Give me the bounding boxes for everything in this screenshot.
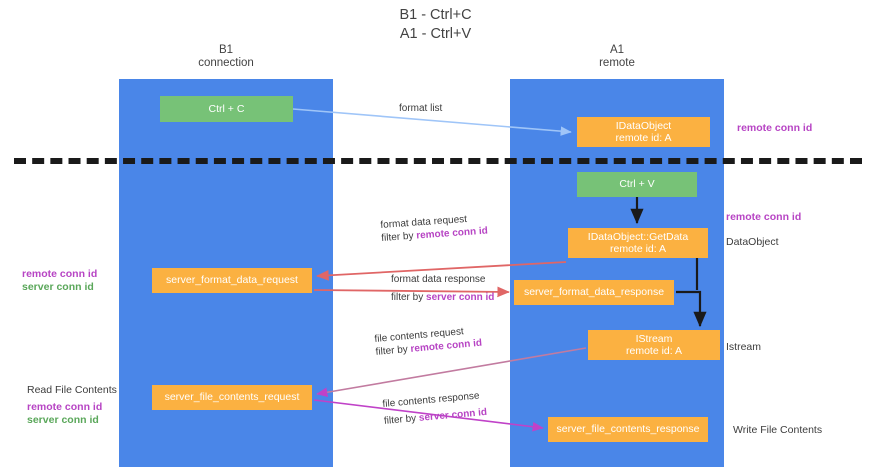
annotation-read-file-contents: Read File Contents [27, 384, 117, 396]
edge-label-format-data-response-line2: filter by server conn id [391, 291, 494, 304]
annotation-dataobject: DataObject [726, 236, 779, 248]
box-istream-title: IStream [635, 332, 673, 345]
box-server-format-data-response[interactable]: server_format_data_response [514, 280, 674, 305]
filter-prefix-1: filter by [380, 230, 417, 244]
box-istream-subtitle: remote id: A [625, 345, 683, 357]
box-server-format-data-response-label: server_format_data_response [523, 286, 665, 299]
box-server-file-contents-request[interactable]: server_file_contents_request [152, 385, 312, 410]
arrow-file-contents-response [313, 399, 544, 432]
box-idataobject-getdata[interactable]: IDataObject::GetData remote id: A [568, 228, 708, 258]
edge-label-format-list: format list [399, 102, 442, 115]
annotation-left-server-conn-id-2: server conn id [27, 414, 99, 426]
annotation-left-conn-ids-top: remote conn id server conn id [22, 268, 97, 294]
title-line-1: B1 - Ctrl+C [399, 7, 472, 23]
arrow-file-contents-request [316, 347, 587, 397]
box-getdata-title: IDataObject::GetData [587, 230, 689, 243]
column-header-b1: B1 connection [130, 44, 322, 70]
arrow-format-data-request [316, 261, 567, 281]
box-server-format-data-request-label: server_format_data_request [166, 274, 298, 287]
filter-prefix-2: filter by [391, 292, 427, 303]
box-istream[interactable]: IStream remote id: A [588, 330, 720, 360]
box-ctrl-c-label: Ctrl + C [208, 102, 245, 115]
box-idataobject-title: IDataObject [615, 119, 672, 132]
box-idataobject[interactable]: IDataObject remote id: A [577, 117, 710, 147]
box-ctrl-c[interactable]: Ctrl + C [160, 96, 293, 122]
box-idataobject-subtitle: remote id: A [615, 132, 672, 144]
filter-prefix-3: filter by [375, 343, 412, 358]
annotation-left-remote-conn-id-2: remote conn id [27, 401, 103, 413]
box-server-file-contents-request-label: server_file_contents_request [164, 391, 300, 404]
box-ctrl-v-label: Ctrl + V [619, 178, 655, 191]
box-server-file-contents-response-label: server_file_contents_response [556, 423, 700, 436]
filter-prefix-4: filter by [383, 412, 420, 427]
annotation-left-remote-conn-id: remote conn id [22, 268, 98, 280]
edge-label-format-data-response: format data response filter by server co… [391, 273, 494, 304]
edge-label-format-data-response-line1: format data response [391, 274, 486, 285]
filter-highlight-2: server conn id [426, 292, 495, 303]
phase-divider [14, 158, 862, 164]
box-server-format-data-request[interactable]: server_format_data_request [152, 268, 312, 293]
annotation-remote-conn-id-mid: remote conn id [726, 211, 802, 223]
annotation-left-server-conn-id: server conn id [22, 281, 94, 293]
column-header-b1-name: B1 [218, 44, 234, 56]
column-header-a1-name: A1 [609, 44, 625, 56]
arrow-format-list [292, 108, 572, 136]
page-title: B1 - Ctrl+C A1 - Ctrl+V [0, 6, 871, 44]
annotation-istream: Istream [726, 341, 762, 353]
box-server-file-contents-response[interactable]: server_file_contents_response [548, 417, 708, 442]
annotation-remote-conn-id-top: remote conn id [737, 122, 813, 134]
edge-label-format-list-text: format list [399, 103, 443, 114]
box-ctrl-v[interactable]: Ctrl + V [577, 172, 697, 197]
box-getdata-subtitle: remote id: A [609, 243, 667, 255]
column-header-a1-sub: remote [599, 57, 635, 69]
column-header-a1: A1 remote [521, 44, 713, 70]
annotation-write-file-contents: Write File Contents [733, 424, 823, 436]
annotation-left-conn-ids-bottom: remote conn id server conn id [27, 401, 102, 427]
arrow-format-data-response [313, 286, 510, 298]
title-line-2: A1 - Ctrl+V [399, 26, 472, 42]
column-header-b1-sub: connection [198, 57, 254, 69]
arrow-response-to-istream [676, 290, 707, 328]
